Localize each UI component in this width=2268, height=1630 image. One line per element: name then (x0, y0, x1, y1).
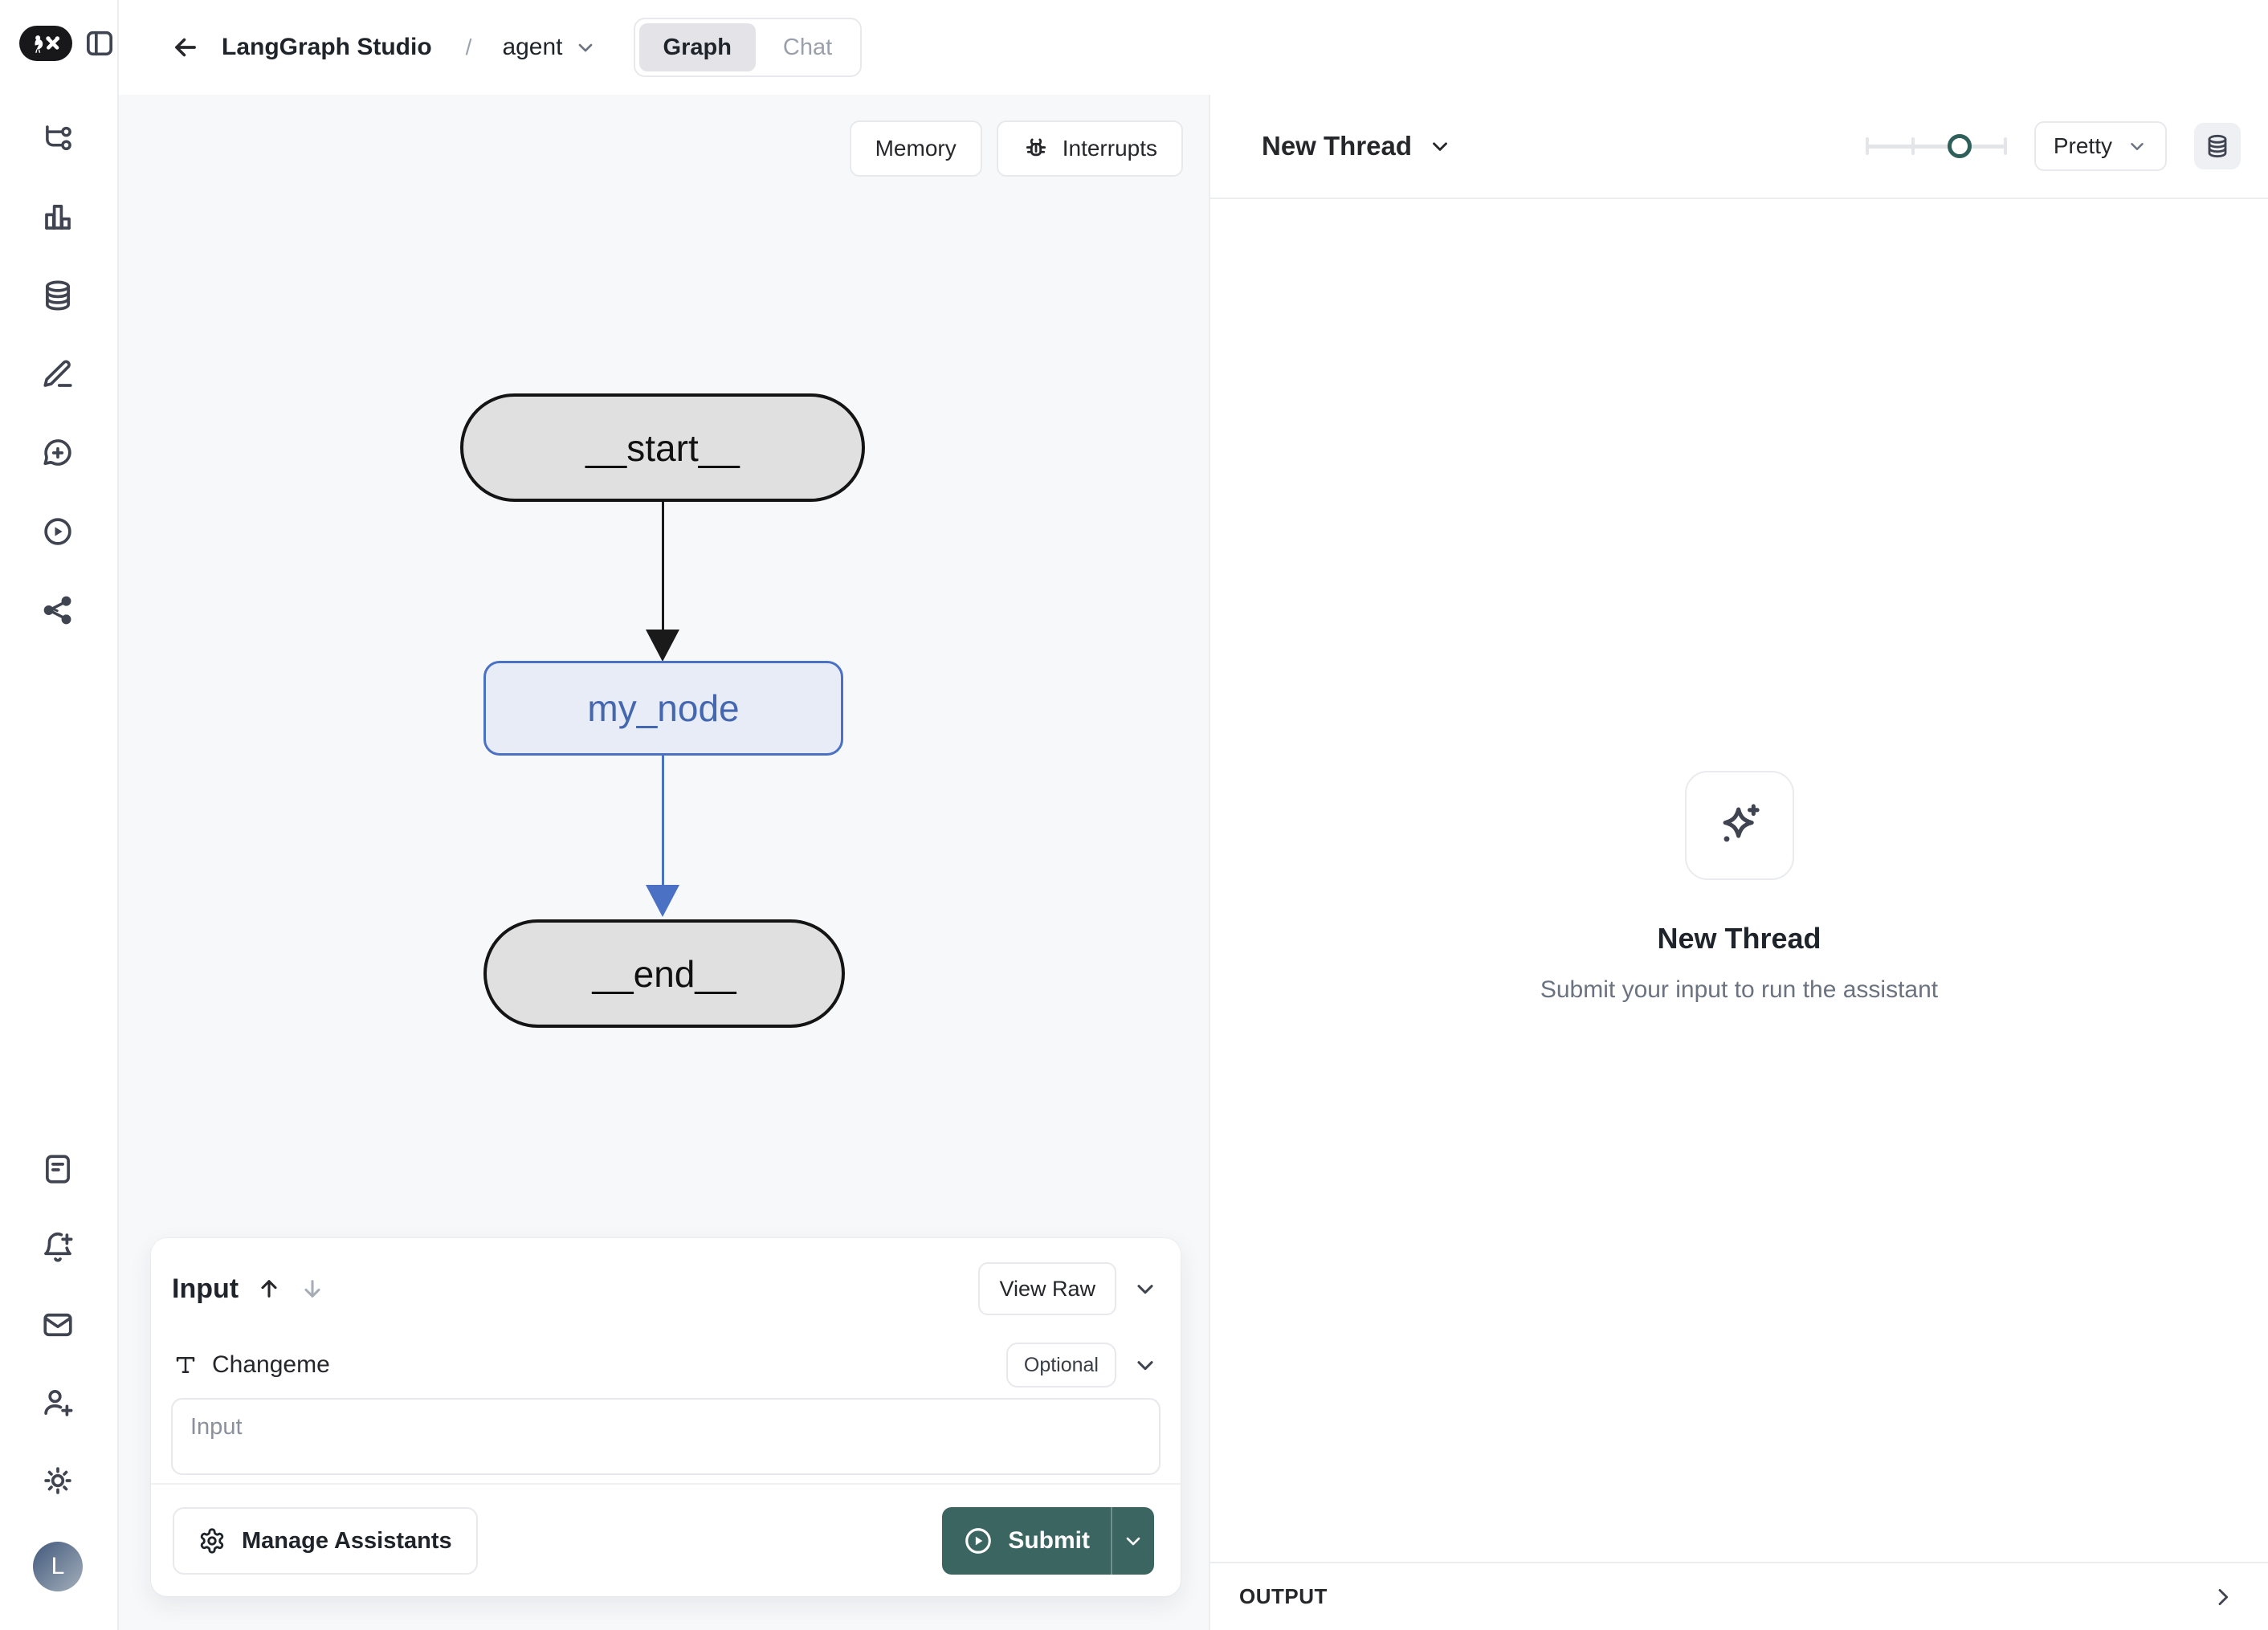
bug-icon (1026, 138, 1046, 157)
input-panel-title: Input (172, 1273, 239, 1304)
field-label: Changeme (212, 1351, 330, 1378)
edge-start-arrowhead-icon (646, 630, 679, 662)
state-database-button[interactable] (2194, 123, 2241, 169)
app-title: LangGraph Studio (222, 34, 432, 60)
collapse-field-chevron-icon[interactable] (1132, 1352, 1158, 1378)
slider-track (1865, 145, 2007, 149)
empty-state-subtitle: Submit your input to run the assistant (1540, 976, 1939, 1003)
thread-panel: New Thread Pretty (1209, 95, 2268, 1630)
optional-badge: Optional (1006, 1343, 1116, 1388)
chevron-right-icon (2218, 1588, 2229, 1605)
new-chat-icon[interactable] (41, 436, 75, 470)
submit-button-label: Submit (1008, 1527, 1090, 1554)
slider-tick (1865, 137, 1869, 155)
graph-node-my-node[interactable]: my_node (483, 661, 843, 756)
sparkles-icon (1723, 804, 1760, 842)
output-section-toggle[interactable]: OUTPUT (1210, 1562, 2268, 1630)
collapse-input-chevron-icon[interactable] (1132, 1276, 1158, 1302)
graph-node-end[interactable]: __end__ (483, 919, 845, 1028)
top-bar: LangGraph Studio / agent Graph Chat (119, 0, 2268, 95)
bar-chart-icon[interactable] (41, 200, 75, 234)
thread-title: New Thread (1262, 131, 1413, 161)
memory-button[interactable]: Memory (849, 120, 982, 177)
view-raw-button[interactable]: View Raw (978, 1262, 1116, 1315)
langgraph-logo (19, 26, 72, 61)
edit-pencil-icon[interactable] (41, 357, 75, 391)
graph-node-start[interactable]: __start__ (460, 393, 865, 502)
input-panel-divider (151, 1483, 1181, 1485)
chevron-down-icon (2131, 143, 2144, 151)
submit-button[interactable]: Submit (942, 1507, 1111, 1575)
user-avatar[interactable]: L (33, 1542, 83, 1591)
input-textarea[interactable] (171, 1398, 1161, 1475)
back-arrow-icon[interactable] (170, 32, 201, 63)
thread-selector[interactable]: New Thread (1262, 131, 1452, 161)
notes-icon[interactable] (41, 1152, 75, 1186)
mail-icon[interactable] (41, 1308, 75, 1342)
memory-button-label: Memory (875, 136, 957, 161)
share-network-icon[interactable] (41, 593, 75, 627)
slider-thumb[interactable] (1947, 134, 1972, 158)
interrupts-button[interactable]: Interrupts (996, 120, 1183, 177)
agent-selector[interactable]: agent (502, 34, 596, 61)
chevron-down-icon (578, 43, 592, 52)
format-select[interactable]: Pretty (2033, 121, 2167, 171)
database-icon (2208, 134, 2227, 158)
edge-mynode-to-end (662, 756, 664, 886)
input-panel: Input View Raw Changeme Opt (151, 1238, 1181, 1596)
move-up-icon[interactable] (256, 1276, 282, 1302)
submit-split-button: Submit (942, 1507, 1154, 1575)
play-circle-icon[interactable] (41, 515, 75, 548)
detail-level-slider[interactable] (1865, 134, 2007, 158)
move-down-icon[interactable] (300, 1276, 325, 1302)
output-label: OUTPUT (1239, 1584, 1328, 1608)
agent-name: agent (502, 34, 563, 60)
format-select-value: Pretty (2053, 133, 2112, 158)
tab-chat[interactable]: Chat (782, 34, 833, 60)
user-plus-icon[interactable] (41, 1386, 75, 1420)
gear-icon (200, 1528, 224, 1554)
bell-plus-icon[interactable] (41, 1230, 75, 1264)
manage-assistants-button[interactable]: Manage Assistants (173, 1507, 478, 1575)
edge-end-arrowhead-icon (646, 885, 679, 917)
panel-left-toggle-icon[interactable] (84, 27, 116, 59)
thread-panel-header: New Thread Pretty (1210, 95, 2268, 199)
breadcrumb-separator: / (465, 35, 472, 59)
tab-graph[interactable]: Graph (638, 23, 756, 71)
graph-canvas[interactable]: Memory Interrupts __start__ my_node __en… (119, 95, 1209, 1630)
theme-sun-icon[interactable] (41, 1464, 75, 1498)
run-play-icon (965, 1528, 992, 1554)
empty-state-title: New Thread (1657, 922, 1821, 955)
view-mode-tabs: Graph Chat (633, 18, 863, 77)
slider-tick (1911, 137, 1915, 155)
manage-assistants-label: Manage Assistants (242, 1527, 452, 1554)
type-text-icon (176, 1357, 195, 1373)
workflow-icon[interactable] (41, 121, 75, 155)
slider-tick (2003, 137, 2007, 155)
thread-empty-state: New Thread Submit your input to run the … (1210, 771, 2268, 1004)
interrupts-button-label: Interrupts (1062, 136, 1157, 161)
edge-start-to-mynode (662, 502, 664, 631)
sparkles-icon-card (1684, 771, 1794, 880)
submit-options-chevron-icon[interactable] (1112, 1507, 1154, 1575)
chevron-down-icon (1433, 142, 1447, 151)
submit-divider (1111, 1507, 1112, 1575)
left-sidebar: L (0, 0, 119, 1630)
database-icon[interactable] (41, 279, 75, 312)
